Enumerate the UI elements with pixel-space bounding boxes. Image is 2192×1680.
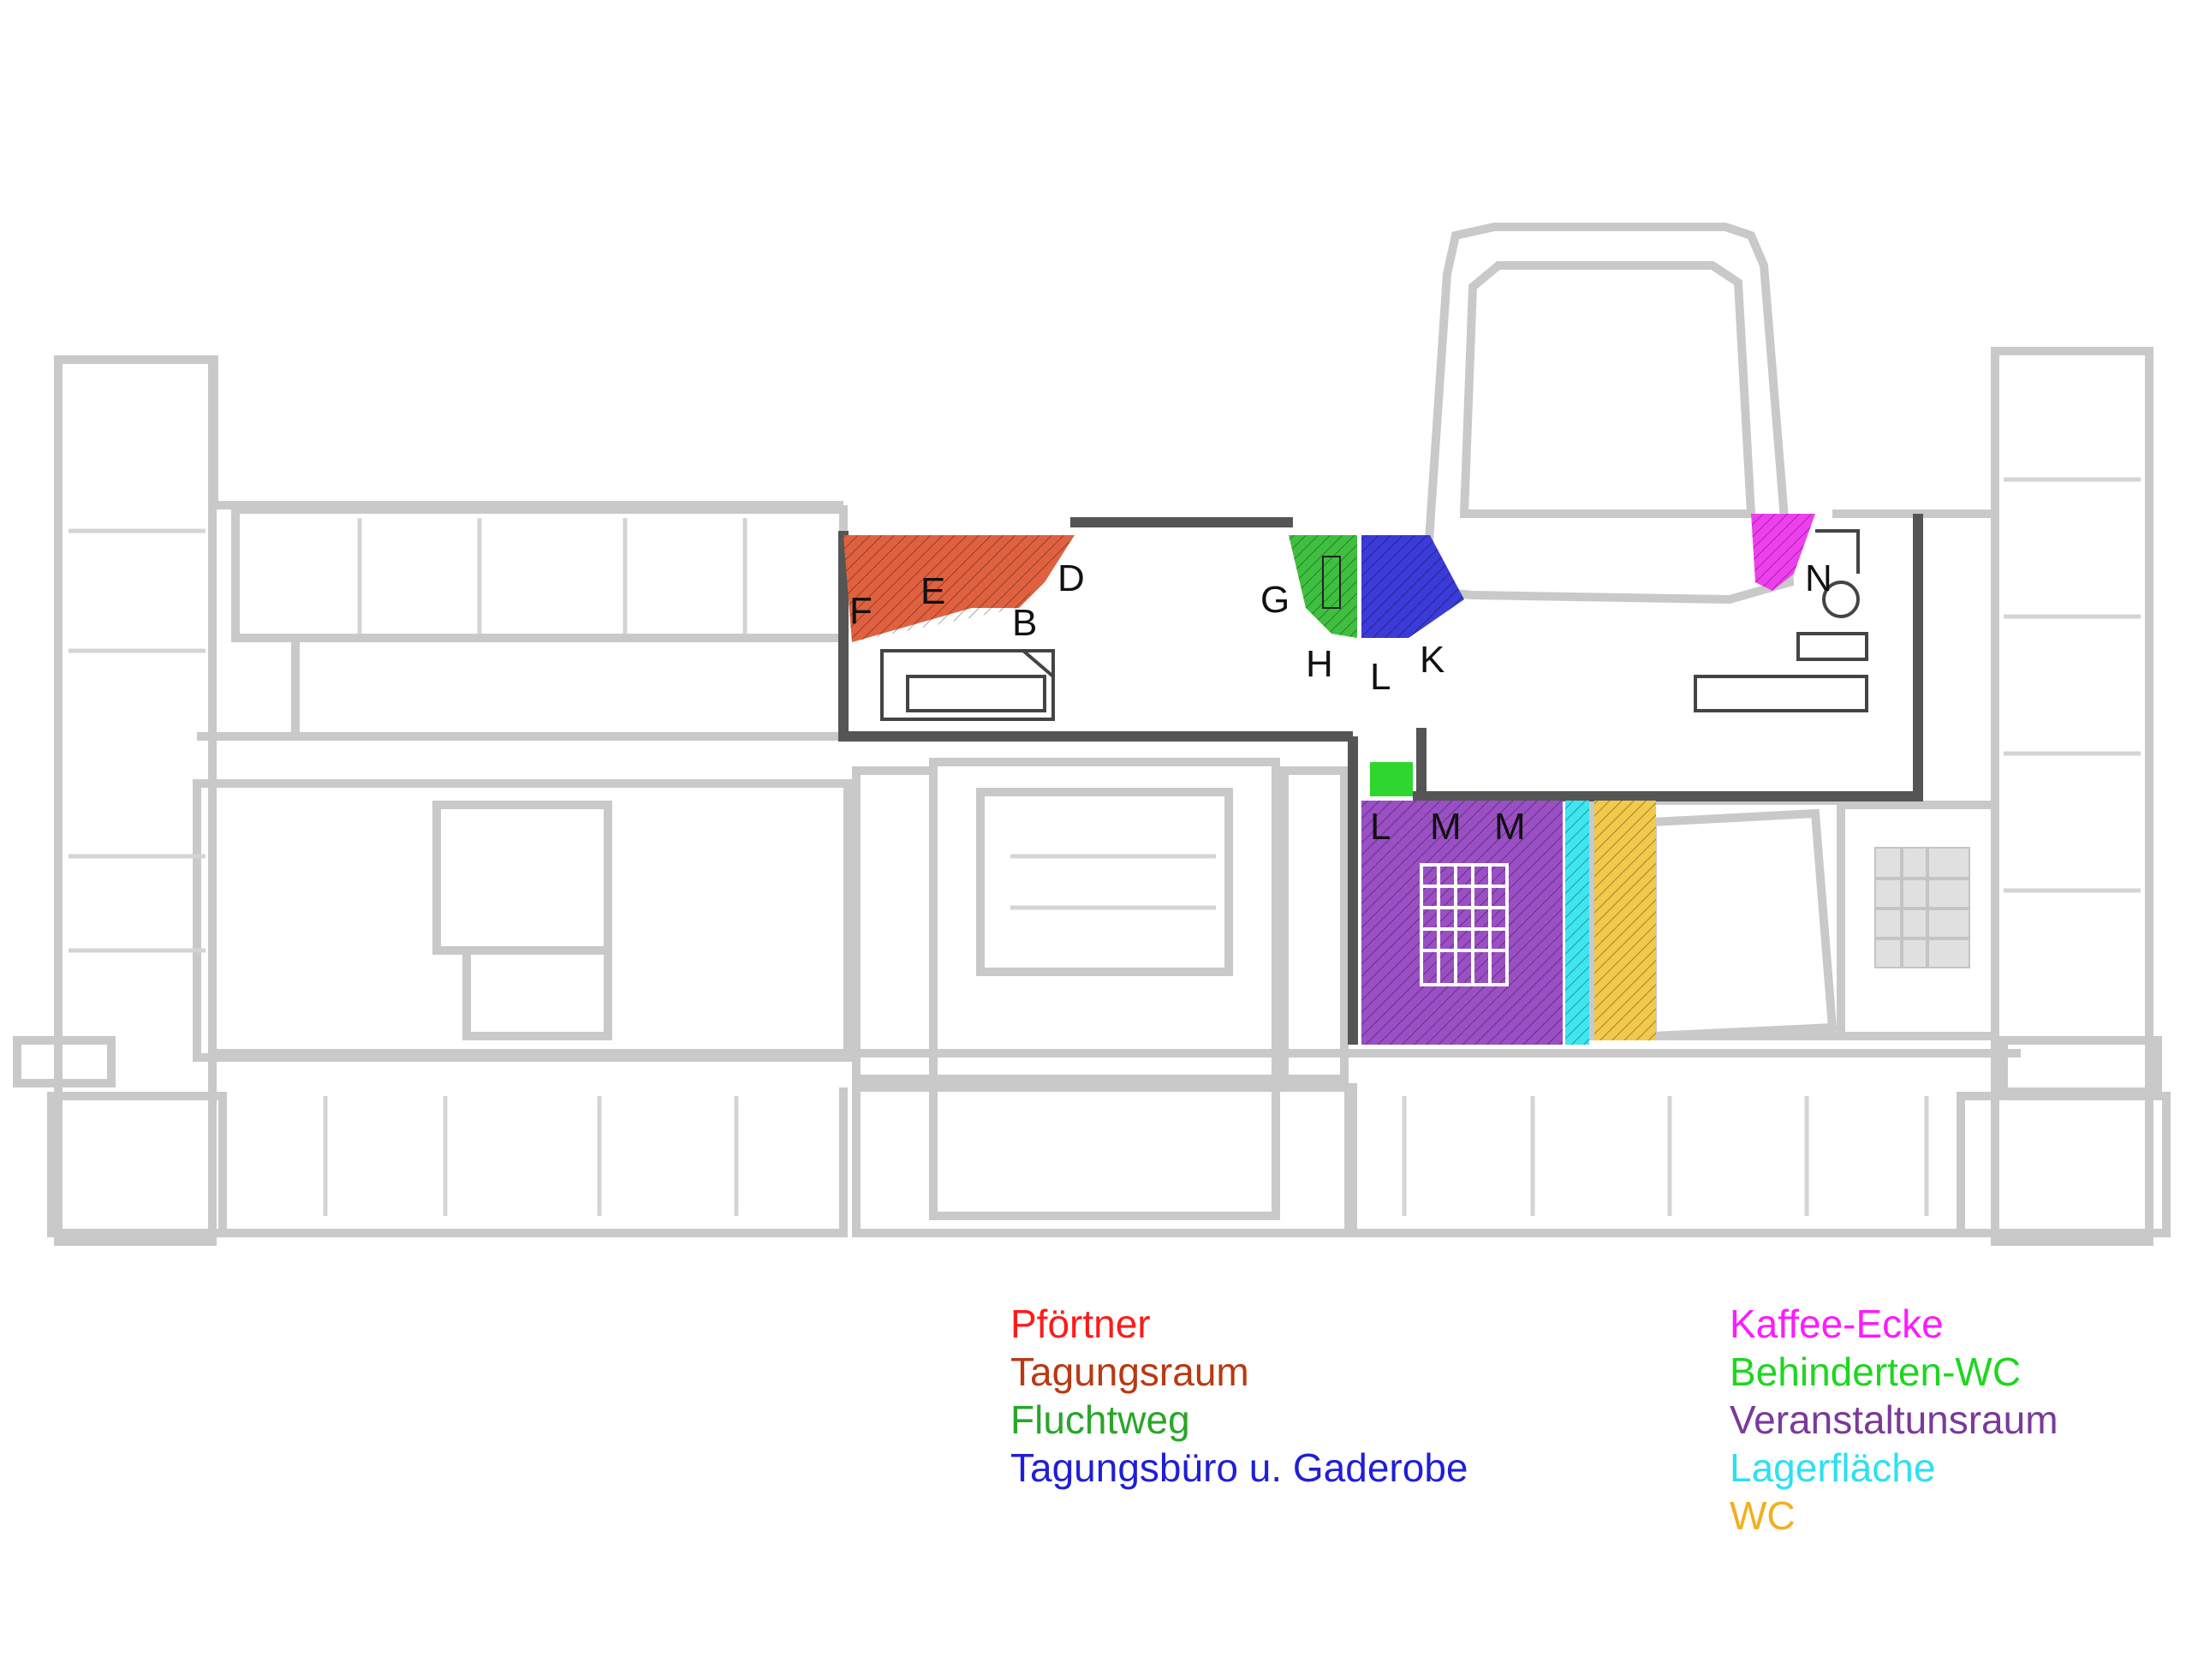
zone-lagerflaeche[interactable]: [1565, 801, 1589, 1045]
label-l-upper: L: [1370, 656, 1391, 698]
label-h: H: [1306, 643, 1333, 685]
label-l-lower: L: [1370, 806, 1391, 848]
label-b: B: [1012, 602, 1037, 644]
label-m1: M: [1430, 806, 1462, 848]
room-labels: F E D B G H L K N L M M: [849, 557, 1832, 848]
legend-item: Tagungsbüro u. Gaderobe: [1010, 1445, 1468, 1490]
label-m2: M: [1494, 806, 1526, 848]
label-k: K: [1420, 639, 1444, 681]
zone-kaffee-ecke[interactable]: [1751, 514, 1815, 591]
label-d: D: [1057, 557, 1085, 599]
zone-wc[interactable]: [1594, 801, 1656, 1040]
foyer-detail: [880, 529, 1868, 721]
legend-item: Lagerfläche: [1730, 1445, 1936, 1490]
legend-item: Behinderten-WC: [1730, 1349, 2022, 1394]
legend-item: WC: [1730, 1493, 1796, 1538]
foyer-walls: [838, 514, 1923, 1045]
legend-item: Kaffee-Ecke: [1730, 1302, 1944, 1346]
zone-veranstaltungsraum[interactable]: [1361, 801, 1563, 1045]
label-e: E: [920, 570, 945, 612]
zone-behinderten-wc[interactable]: [1370, 762, 1413, 796]
zone-fluchtweg[interactable]: [1289, 535, 1357, 638]
label-g: G: [1260, 579, 1290, 621]
legend-item: Fluchtweg: [1010, 1397, 1190, 1442]
legend-item: Veranstaltunsraum: [1730, 1397, 2058, 1442]
label-n: N: [1805, 557, 1832, 599]
label-f: F: [849, 590, 873, 632]
zone-tagungsraum[interactable]: [843, 535, 1075, 642]
legend-item: Pförtner: [1010, 1302, 1151, 1346]
interior-walls: [68, 477, 2141, 1216]
legend-item: Tagungsraum: [1010, 1349, 1249, 1394]
grid-tables: [1420, 863, 1509, 986]
zone-tagungsbuero[interactable]: [1361, 535, 1464, 638]
seating-grid: [1874, 847, 1970, 968]
